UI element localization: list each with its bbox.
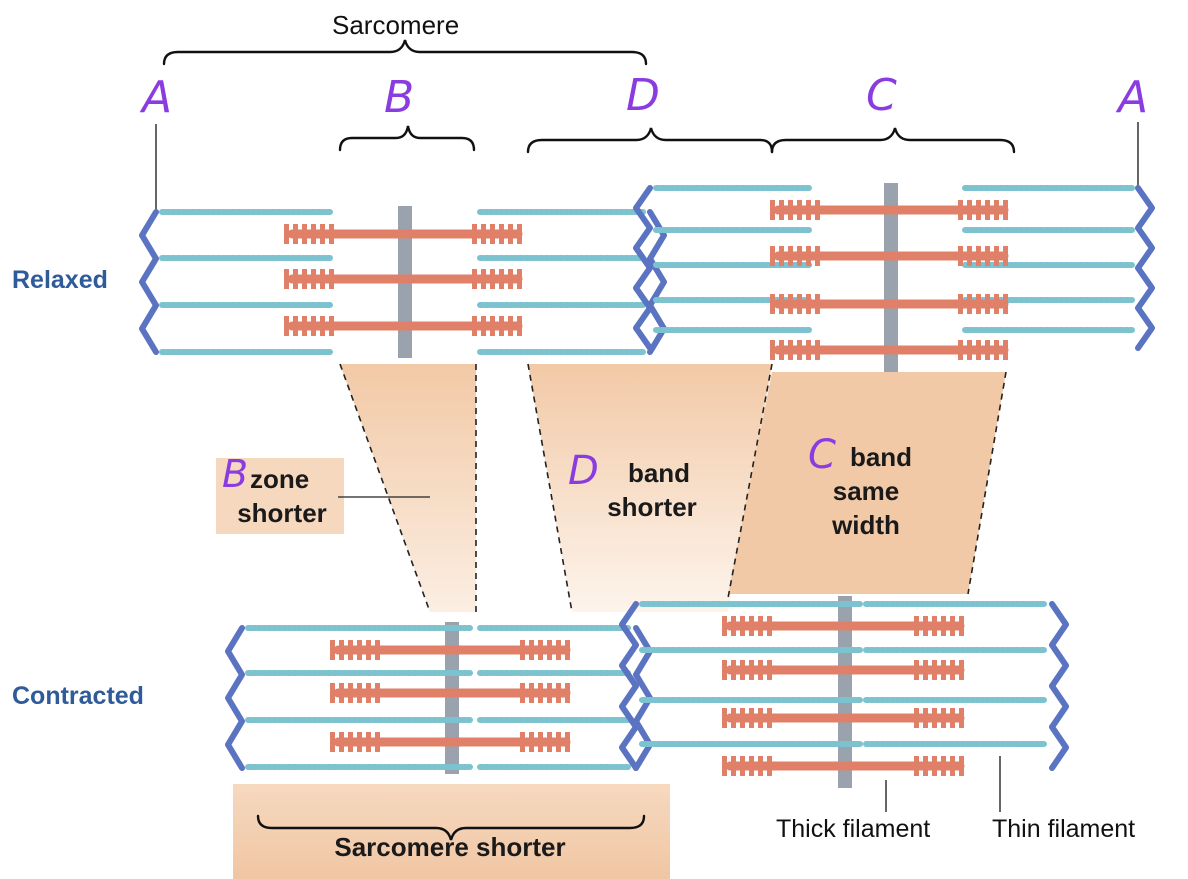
- z-disc: [1135, 185, 1155, 351]
- thin-filament-label: Thin filament: [992, 815, 1136, 843]
- handwritten-a-left: A: [142, 72, 173, 123]
- sarcomere-shorter-bracket: [256, 814, 646, 841]
- z-disc: [633, 185, 653, 351]
- z-disc: [1049, 601, 1069, 771]
- d-band-line-2: shorter: [607, 492, 697, 522]
- d-band-line-1: band: [627, 458, 691, 488]
- z-disc: [139, 209, 159, 355]
- b-zone-line-1: zone: [250, 464, 310, 494]
- handwritten-d-band: D: [568, 448, 599, 494]
- handwritten-a-right: A: [1118, 72, 1149, 123]
- sarcomere-shorter-box: [233, 784, 670, 879]
- c-band-line-1: band: [849, 442, 913, 472]
- sarcomere-shorter-label: Sarcomere shorter: [334, 832, 566, 862]
- handwritten-c-top: C: [866, 70, 897, 121]
- c-band-line-3: width: [832, 510, 900, 540]
- b-zone-projection: [340, 364, 476, 612]
- d-band-text: band shorter: [588, 456, 716, 524]
- c-band-projection: [728, 372, 1006, 594]
- b-zone-label-box: [216, 458, 344, 534]
- c-band-line-2: same: [832, 476, 900, 506]
- handwritten-b-zone: B: [222, 452, 249, 496]
- relaxed-label: Relaxed: [12, 266, 108, 294]
- b-bracket: [338, 125, 476, 152]
- c-band-text: band same width: [806, 440, 926, 542]
- relaxed-sarcomere-left: [139, 206, 667, 358]
- sarcomere-label: Sarcomere: [332, 10, 460, 40]
- contracted-sarcomere-right: [619, 596, 1069, 788]
- m-line: [838, 596, 852, 788]
- d-band-projection: [528, 364, 772, 612]
- m-line: [884, 183, 898, 372]
- contracted-label: Contracted: [12, 682, 144, 710]
- c-bracket: [770, 127, 1016, 154]
- b-zone-text: zone shorter: [222, 462, 342, 530]
- sarcomere-bracket: [162, 39, 648, 66]
- z-disc: [225, 625, 245, 771]
- handwritten-b-top: B: [384, 72, 415, 123]
- d-bracket: [526, 127, 774, 154]
- m-line: [445, 622, 459, 774]
- brackets: [162, 39, 1016, 841]
- contracted-sarcomere-left: [225, 622, 653, 774]
- thick-filament-label: Thick filament: [776, 815, 931, 843]
- relaxed-sarcomere-right: [633, 183, 1155, 372]
- z-disc: [619, 601, 639, 771]
- projection-lines: [339, 363, 1007, 613]
- handwritten-d-top: D: [626, 70, 660, 121]
- b-zone-line-2: shorter: [237, 498, 327, 528]
- handwritten-c-band: C: [808, 432, 836, 478]
